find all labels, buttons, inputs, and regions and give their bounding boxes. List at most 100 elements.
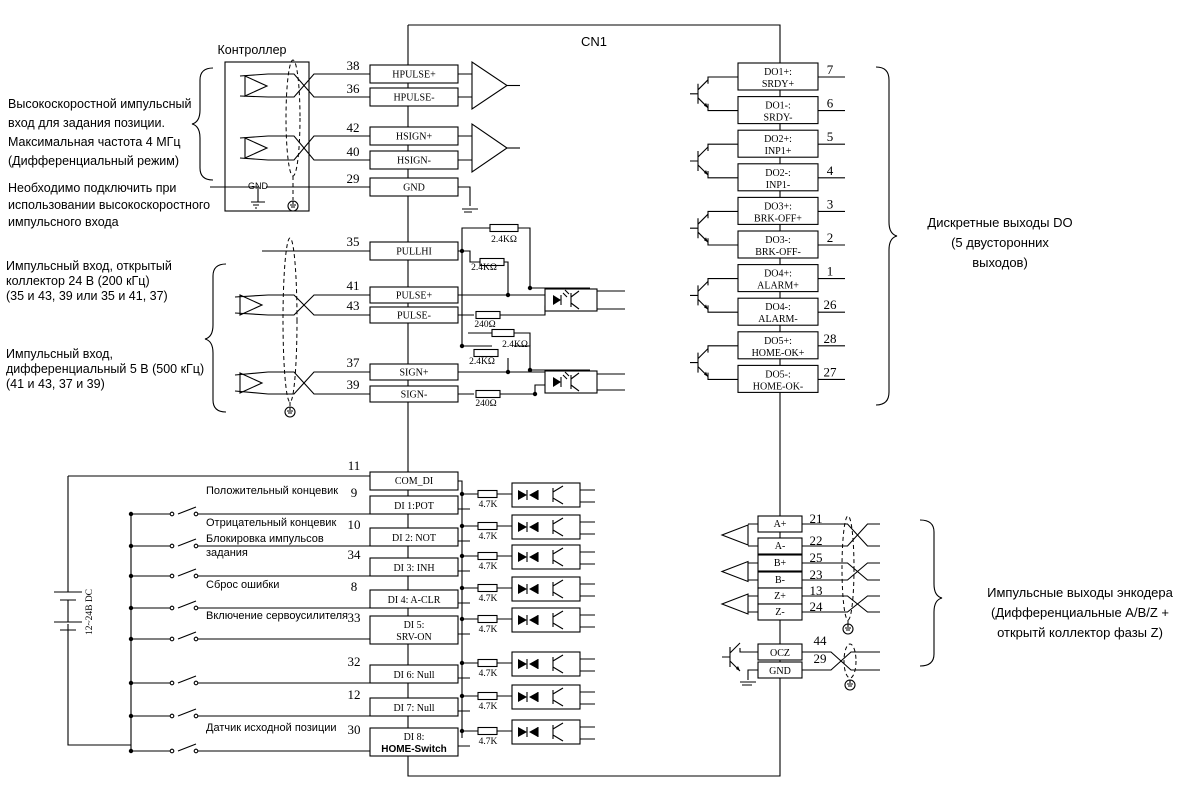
pin-number: 42	[347, 120, 360, 135]
supply-label: 12~24B DC	[85, 589, 95, 635]
do-signal-label: DO1+:	[764, 67, 792, 78]
pin-number: 38	[347, 58, 360, 73]
wire	[468, 332, 531, 346]
note-enc-group-line: открытй коллектор фазы Z)	[997, 625, 1163, 640]
wire	[597, 290, 625, 310]
note-diff-input-line: (41 и 43, 37 и 39)	[6, 377, 105, 391]
signal-label: GND	[403, 183, 425, 194]
wire	[458, 730, 512, 747]
twisted-wire	[835, 595, 880, 613]
transistor-arrow	[704, 102, 708, 108]
twisted-wire	[268, 294, 340, 316]
wire	[526, 687, 564, 707]
led-icon	[529, 692, 538, 702]
signal-label: HPULSE+	[392, 70, 436, 81]
switch-contact	[193, 748, 199, 754]
wire	[707, 345, 738, 380]
wire	[580, 614, 595, 628]
note-hs-gnd-line: Необходимо подключить при	[8, 181, 176, 195]
switch-wire	[131, 708, 370, 717]
chassis-ground	[462, 208, 478, 213]
di-signal-box	[369, 697, 459, 717]
di-signal-label: HOME-Switch	[381, 744, 447, 755]
twisted-wire	[835, 523, 880, 547]
note-do-group-line: Дискретные выходы DO	[927, 215, 1072, 230]
di-signal-label: DI 3: INH	[393, 563, 434, 574]
di-resistor	[477, 489, 498, 499]
transistor-arrow	[704, 304, 708, 310]
transistor-arrow	[704, 170, 708, 175]
wire	[526, 722, 564, 742]
enc-signal-label: OCZ	[770, 648, 790, 659]
transistor-icon	[690, 348, 709, 377]
di-resistor-value: 4.7K	[479, 625, 498, 635]
wire	[458, 73, 472, 98]
pin-number: 28	[824, 331, 837, 346]
brace-pulse-input	[204, 263, 227, 413]
enc-signal-label: A+	[774, 519, 787, 530]
junction-dot	[532, 391, 538, 397]
signal-label: HPULSE-	[393, 93, 434, 104]
enc-signal-label: Z+	[774, 591, 786, 602]
di-function-label: Отрицательный концевик	[206, 517, 336, 529]
do-signal-label: ALARM+	[757, 281, 799, 292]
di-signal-label: DI 7: Null	[393, 703, 434, 714]
switch-wire	[131, 506, 370, 515]
connector-title: CN1	[581, 34, 607, 49]
di-resistor	[477, 551, 498, 561]
pin-number: 4	[827, 163, 834, 178]
wire	[580, 726, 595, 740]
transistor-icon	[722, 642, 741, 672]
di-signal-box	[369, 527, 459, 547]
di-function-label: Включение сервоусилителя	[206, 610, 348, 622]
pin-number: 11	[348, 458, 361, 473]
pin-number: 37	[347, 355, 361, 370]
do-signal-box	[737, 62, 819, 91]
switch-contact	[169, 543, 175, 549]
transistor-icon	[690, 146, 709, 176]
resistor-value: 2.4KΩ	[502, 340, 528, 350]
di-resistor-value: 4.7K	[479, 500, 498, 510]
signal-label: SIGN+	[400, 368, 429, 379]
signal-label: SIGN-	[401, 390, 428, 401]
signal-label: HSIGN+	[396, 132, 433, 143]
com-di-label: COM_DI	[395, 476, 433, 487]
do-signal-label: DO3+:	[764, 201, 792, 212]
junction-dot	[459, 660, 465, 666]
enc-signal-label: Z-	[775, 607, 784, 618]
pin-number: 34	[348, 547, 362, 562]
switch-wire	[131, 538, 370, 547]
led-icon	[518, 490, 527, 500]
note-hs-input-line: (Дифференциальный режим)	[8, 154, 179, 168]
encoder-driver-triangle	[720, 524, 749, 546]
brace-enc-group	[919, 519, 943, 667]
led-icon	[518, 552, 527, 562]
wire	[526, 485, 564, 505]
switch-wire	[131, 631, 370, 640]
cable-shield	[285, 59, 301, 177]
pin-number: 44	[814, 633, 828, 648]
di-resistor-value: 4.7K	[479, 532, 498, 542]
wire	[580, 658, 595, 672]
di-resistor-value: 4.7K	[479, 594, 498, 604]
led-icon	[553, 295, 561, 305]
note-hs-input-line: вход для задания позиции.	[8, 116, 165, 130]
note-hs-input-line: Высокоскоростной импульсный	[8, 97, 191, 111]
wire	[707, 76, 738, 112]
resistor-value: 2.4KΩ	[491, 235, 517, 245]
do-signal-label: BRK-OFF+	[754, 213, 802, 224]
di-function-label: Блокировка импульсов	[206, 533, 324, 545]
enc-signal-label: A-	[775, 541, 786, 552]
wire	[748, 595, 758, 613]
wire	[462, 250, 509, 295]
junction-dot	[459, 523, 465, 529]
note-enc-group-line: Импульсные выходы энкодера	[987, 585, 1173, 600]
wire	[707, 278, 738, 313]
shield-ground-mark	[287, 407, 293, 414]
do-signal-label: BRK-OFF-	[755, 247, 801, 258]
led-icon	[518, 584, 527, 594]
pin-number: 12	[348, 687, 361, 702]
wire	[580, 551, 595, 565]
